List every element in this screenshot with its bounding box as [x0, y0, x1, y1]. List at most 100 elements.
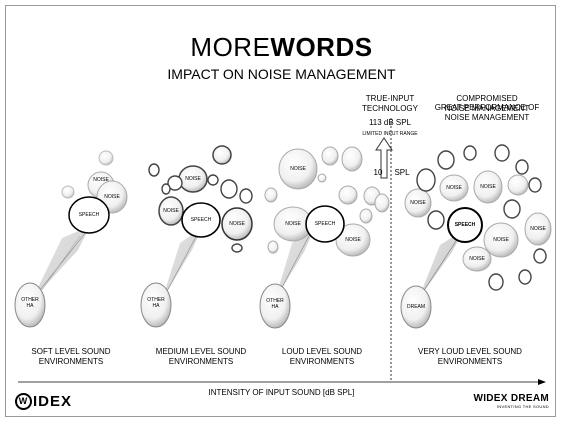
- noise-bubble: [494, 144, 510, 162]
- speech-label: SPEECH: [454, 222, 476, 228]
- noise-bubble: [437, 150, 455, 170]
- noise-bubble: [374, 193, 390, 213]
- panel-very-loud: [400, 144, 552, 329]
- sound-cone: [162, 228, 202, 300]
- noise-bubble: [61, 185, 75, 199]
- up-arrow-icon: [375, 137, 393, 179]
- noise-label: NOISE: [163, 208, 179, 214]
- noise-bubble: [278, 148, 318, 190]
- noise-bubble: [321, 146, 339, 166]
- noise-label: NOISE: [290, 166, 306, 172]
- noise-label: NOISE: [229, 221, 245, 227]
- panel-medium: [140, 145, 253, 328]
- widex-logo-mark: W: [15, 393, 32, 410]
- noise-label: NOISE: [285, 221, 301, 227]
- noise-bubble: [317, 173, 327, 183]
- speech-label: SPEECH: [314, 221, 336, 227]
- dream-label: DREAM: [406, 304, 426, 310]
- noise-bubble: [264, 187, 278, 203]
- panel-soft: [14, 150, 128, 328]
- panel-loud: [259, 146, 390, 329]
- noise-label: NOISE: [493, 237, 509, 243]
- noise-bubble: [515, 159, 529, 175]
- noise-label: NOISE: [480, 184, 496, 190]
- axis-label: INTENSITY OF INPUT SOUND [dB SPL]: [208, 388, 355, 397]
- noise-bubble: [359, 208, 373, 224]
- noise-bubble: [473, 170, 503, 204]
- axis-arrow-icon: [538, 379, 546, 385]
- widex-logo-text: IDEX: [33, 393, 73, 410]
- noise-label: NOISE: [104, 194, 120, 200]
- other-ha-bubble: [259, 283, 291, 329]
- noise-bubble: [528, 177, 542, 193]
- noise-bubble: [207, 174, 219, 186]
- speech-bubble: [305, 205, 345, 243]
- sound-cone: [32, 226, 90, 300]
- noise-label: NOISE: [446, 185, 462, 191]
- speech-bubble: [181, 202, 221, 238]
- noise-bubble: [221, 207, 253, 241]
- noise-bubble: [267, 240, 279, 254]
- spl-suffix-label: SPL: [394, 168, 410, 177]
- other-ha-bubble: [14, 282, 46, 328]
- speech-bubble: [68, 196, 110, 234]
- noise-bubble: [167, 175, 183, 191]
- title-light: MORE: [190, 32, 271, 62]
- noise-bubble: [463, 145, 477, 161]
- speech-label: SPEECH: [78, 212, 100, 218]
- noise-bubble: [427, 210, 445, 230]
- dream-logo-text: WIDEX DREAM: [473, 393, 549, 404]
- dream-logo-tagline: INVENTING THE SOUND: [496, 404, 549, 409]
- noise-bubble: [518, 269, 532, 285]
- noise-label: NOISE: [469, 256, 485, 262]
- noise-bubble: [98, 150, 114, 166]
- noise-label: NOISE: [185, 176, 201, 182]
- page-title: MOREWORDS: [0, 32, 563, 63]
- sound-cone: [275, 230, 314, 300]
- noise-label: NOISE: [345, 237, 361, 243]
- noise-bubble: [335, 223, 371, 257]
- noise-bubble: [404, 188, 432, 218]
- noise-bubble: [524, 212, 552, 246]
- noise-bubble: [462, 246, 492, 272]
- noise-bubble: [488, 273, 504, 291]
- slide-frame: [5, 5, 556, 417]
- noise-bubble: [338, 185, 358, 205]
- speech-bubble: [447, 207, 483, 243]
- spl-10x-label: 10: [373, 168, 383, 177]
- speech-label: SPEECH: [190, 217, 212, 223]
- noise-bubble: [161, 183, 171, 195]
- noise-bubble: [239, 188, 253, 204]
- widex-dream-logo: WIDEX DREAM INVENTING THE SOUND: [473, 393, 549, 409]
- noise-bubble: [483, 222, 519, 258]
- noise-bubble: [220, 179, 238, 199]
- noise-label: NOISE: [530, 226, 546, 232]
- sound-cone: [418, 230, 464, 300]
- noise-label: NOISE: [93, 177, 109, 183]
- noise-bubble: [158, 196, 184, 226]
- noise-bubble: [507, 174, 529, 196]
- noise-bubble: [533, 248, 547, 264]
- noise-bubble: [439, 174, 469, 202]
- noise-bubble: [416, 168, 436, 192]
- noise-bubble: [231, 243, 243, 253]
- title-bold: WORDS: [270, 32, 373, 62]
- dream-bubble: [400, 285, 432, 329]
- spl-113-label: 113 dB SPL: [368, 118, 412, 127]
- limited-input-range-label: LIMITED INPUT RANGE: [362, 131, 418, 137]
- noise-bubble: [503, 199, 521, 219]
- noise-label: NOISE: [410, 200, 426, 206]
- other-ha-bubble: [140, 282, 172, 328]
